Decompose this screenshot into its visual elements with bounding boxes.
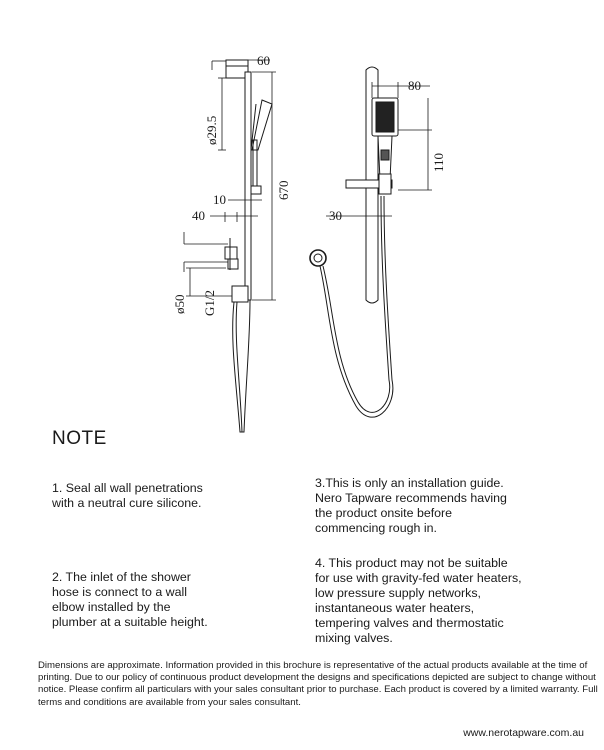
dimension-lines-side <box>183 59 276 301</box>
side-view-hose <box>232 299 251 433</box>
side-view-wall-elbow <box>224 238 239 270</box>
note-4: 4. This product may not be suitable for … <box>315 556 522 645</box>
side-view-rail <box>225 59 252 303</box>
side-view-handshower <box>250 99 273 195</box>
dim-29-5: ø29.5 <box>204 116 219 145</box>
dim-60: 60 <box>257 53 270 68</box>
dim-g1-2: G1/2 <box>202 290 217 316</box>
dim-110: 110 <box>431 153 446 172</box>
website-link[interactable]: www.nerotapware.com.au <box>463 727 584 739</box>
note-1: 1. Seal all wall penetrations with a neu… <box>52 481 203 510</box>
dimension-lines-front <box>326 82 432 222</box>
dim-30: 30 <box>329 208 342 223</box>
dim-670: 670 <box>276 181 291 201</box>
dim-40: 40 <box>192 208 205 223</box>
note-title: NOTE <box>52 428 107 449</box>
technical-drawing: 60 ø29.5 670 10 40 ø50 G1/2 80 110 30 <box>172 53 446 433</box>
front-view-hose <box>319 195 394 418</box>
dim-10: 10 <box>213 192 226 207</box>
note-2: 2. The inlet of the shower hose is conne… <box>52 570 208 629</box>
dim-80: 80 <box>408 78 421 93</box>
front-view-wall-outlet <box>309 249 327 267</box>
dim-50: ø50 <box>172 295 187 315</box>
disclaimer-text: Dimensions are approximate. Information … <box>38 660 598 708</box>
note-3: 3.This is only an installation guide. Ne… <box>315 476 507 535</box>
front-view-handshower <box>345 97 399 195</box>
